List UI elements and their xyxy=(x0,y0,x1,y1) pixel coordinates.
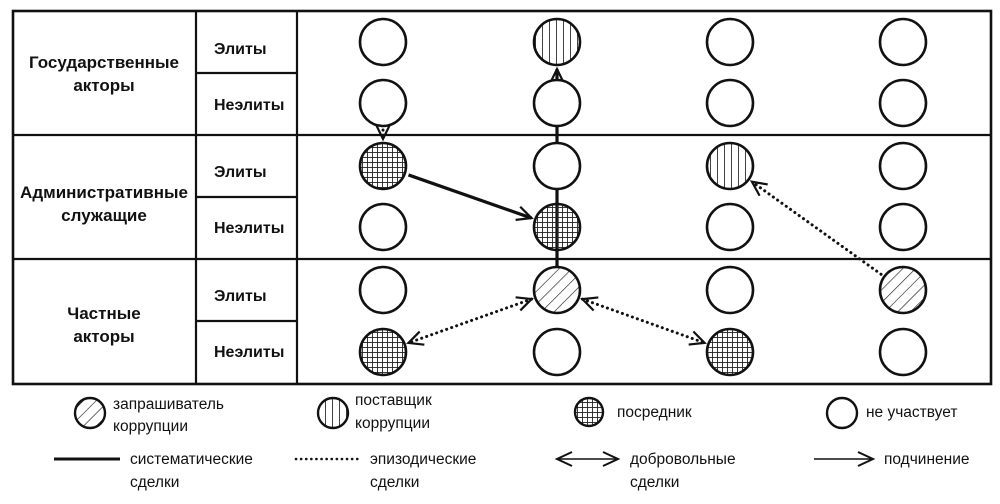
node-none xyxy=(358,265,408,315)
node-none xyxy=(878,17,928,67)
node-none xyxy=(532,327,582,377)
arrow-head xyxy=(688,330,707,346)
intermediary-icon xyxy=(573,396,605,428)
node-intermediary xyxy=(358,141,408,191)
links-layer xyxy=(375,66,883,346)
node-none xyxy=(878,78,928,128)
arrow-head xyxy=(749,180,768,197)
arrow-head xyxy=(375,124,391,142)
double-arrow-icon xyxy=(554,451,621,467)
node-none xyxy=(705,78,755,128)
legend-item-supplier: поставщик коррупции xyxy=(316,392,432,432)
node-none xyxy=(532,78,582,128)
node-requester xyxy=(878,265,928,315)
legend-label: запрашиватель xyxy=(113,396,224,413)
legend-label: добровольные xyxy=(630,451,736,468)
node-none xyxy=(358,78,408,128)
group-label-line: служащие xyxy=(61,206,147,225)
legend-label: сделки xyxy=(370,474,419,491)
sub-row-label-elite: Элиты xyxy=(214,41,266,58)
legend-label: посредник xyxy=(617,404,692,421)
node-requester xyxy=(532,265,582,315)
link-line xyxy=(750,180,883,276)
link-line xyxy=(580,297,707,345)
legend-label: эпизодические xyxy=(370,451,476,468)
sub-row-labels: Элиты Неэлиты Элиты Неэлиты Элиты Неэлит… xyxy=(214,41,284,361)
link-dotted-subordination xyxy=(749,180,883,276)
node-intermediary xyxy=(705,327,755,377)
node-intermediary xyxy=(532,202,582,252)
node-none xyxy=(878,141,928,191)
legend-label: сделки xyxy=(630,474,679,491)
sub-row-label-non-elite: Неэлиты xyxy=(214,97,284,114)
legend-item-none: не участвует xyxy=(825,396,957,430)
legend: запрашиватель коррупции поставщик корруп… xyxy=(54,392,969,491)
sub-row-label-elite: Элиты xyxy=(214,288,266,305)
group-label-line: акторы xyxy=(73,327,134,346)
node-none xyxy=(705,265,755,315)
legend-label: не участвует xyxy=(866,404,957,421)
group-label-line: Частные xyxy=(67,304,140,323)
link-line xyxy=(407,173,533,220)
arrow-head xyxy=(515,296,534,312)
node-none xyxy=(532,141,582,191)
sub-row-label-elite: Элиты xyxy=(214,164,266,181)
node-none xyxy=(705,17,755,67)
group-label-line: Государственные xyxy=(29,53,179,72)
arrow-head xyxy=(406,330,425,346)
arrow-head xyxy=(580,296,599,312)
legend-label: коррупции xyxy=(113,418,188,435)
link-line xyxy=(406,297,534,345)
sub-row-label-non-elite: Неэлиты xyxy=(214,220,284,237)
requester-icon xyxy=(73,396,107,430)
table-grid xyxy=(11,9,993,386)
link-dotted-voluntary xyxy=(580,296,707,346)
sub-row-label-non-elite: Неэлиты xyxy=(214,344,284,361)
legend-label: подчинение xyxy=(884,451,969,468)
link-dotted-voluntary xyxy=(406,296,534,346)
legend-item-requester: запрашиватель коррупции xyxy=(73,396,224,435)
legend-item-systematic: систематические сделки xyxy=(54,451,253,491)
node-none xyxy=(358,17,408,67)
group-label-private: Частные акторы xyxy=(67,304,140,346)
node-supplier xyxy=(705,141,755,191)
supplier-icon xyxy=(316,396,350,430)
link-dotted-subordination xyxy=(375,124,391,142)
legend-label: коррупции xyxy=(355,415,430,432)
node-none xyxy=(878,327,928,377)
legend-item-subordination: подчинение xyxy=(814,451,969,468)
link-solid-subordination xyxy=(407,173,534,221)
legend-item-episodic: эпизодические сделки xyxy=(294,451,476,491)
node-none xyxy=(705,202,755,252)
non-participant-icon xyxy=(825,396,859,430)
group-label-state: Государственные акторы xyxy=(29,53,179,95)
arrow-head xyxy=(549,66,565,84)
legend-label: сделки xyxy=(130,474,179,491)
node-intermediary xyxy=(358,327,408,377)
legend-item-intermediary: посредник xyxy=(573,396,692,428)
single-arrow-icon xyxy=(814,451,876,467)
legend-label: систематические xyxy=(130,451,253,468)
node-none xyxy=(358,202,408,252)
arrow-head xyxy=(515,205,534,221)
legend-label: поставщик xyxy=(355,392,432,409)
nodes-layer xyxy=(358,17,928,377)
legend-item-voluntary: добровольные сделки xyxy=(554,451,736,491)
group-label-line: акторы xyxy=(73,76,134,95)
group-label-admin: Административные служащие xyxy=(20,183,188,225)
node-supplier xyxy=(532,17,582,67)
group-label-line: Административные xyxy=(20,183,188,202)
node-none xyxy=(878,202,928,252)
